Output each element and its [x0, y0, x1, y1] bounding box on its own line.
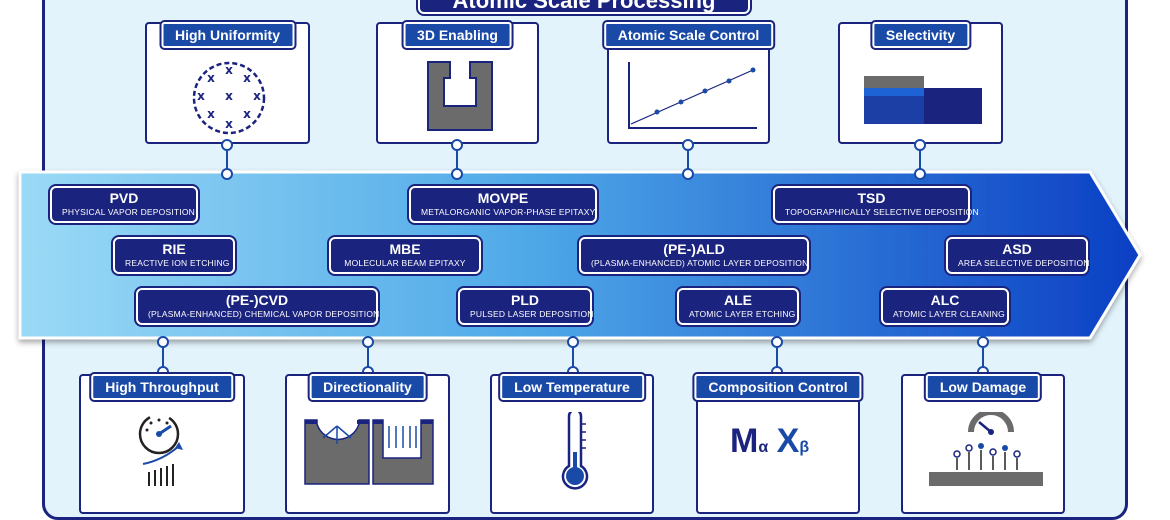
technique-ale: ALE ATOMIC LAYER ETCHING	[677, 288, 799, 325]
connector-node	[682, 168, 694, 180]
directional-etch-icon	[304, 419, 434, 485]
connector	[572, 340, 574, 376]
card-low-temperature: Low Temperature	[490, 374, 654, 514]
formula-m: M	[730, 422, 759, 460]
connector	[367, 340, 369, 376]
technique-abbr: ALE	[724, 292, 752, 308]
connector-node	[682, 139, 694, 151]
technique-pld: PLD PULSED LASER DEPOSITION	[458, 288, 594, 325]
technique-mbe: MBE MOLECULAR BEAM EPITAXY	[329, 237, 481, 274]
card-title: Low Temperature	[500, 374, 644, 400]
thermometer-icon	[561, 412, 589, 490]
connector	[919, 144, 921, 174]
selective-layers-icon	[864, 76, 982, 124]
formula-alpha: α	[758, 439, 769, 456]
technique-abbr: ASD	[1002, 241, 1032, 257]
connector-node	[221, 139, 233, 151]
card-title: 3D Enabling	[403, 22, 512, 48]
card-title: Low Damage	[925, 374, 1041, 400]
technique-full-name: PULSED LASER DEPOSITION	[470, 309, 594, 319]
connector-node	[221, 168, 233, 180]
svg-text:x: x	[207, 71, 215, 85]
card-title: High Throughput	[91, 374, 233, 400]
connector-node	[567, 336, 579, 348]
stoichiometry-icon: Mα Xβ	[730, 422, 840, 461]
technique-abbr: PLD	[511, 292, 539, 308]
formula-beta: β	[799, 439, 810, 456]
connector	[456, 144, 458, 174]
connector	[162, 340, 164, 376]
low-damage-icon	[929, 412, 1043, 486]
card-selectivity: Selectivity	[838, 22, 1003, 144]
card-3d-enabling: 3D Enabling	[376, 22, 539, 144]
card-title: Directionality	[309, 374, 426, 400]
linear-growth-plot-icon	[628, 62, 757, 129]
card-composition-control: Composition Control Mα Xβ	[694, 374, 862, 514]
card-title: High Uniformity	[161, 22, 294, 48]
diagram-title: Atomic Scale Processing	[418, 0, 750, 14]
technique-abbr: (PE-)CVD	[225, 292, 289, 308]
connector	[687, 144, 689, 174]
connector-node	[771, 336, 783, 348]
technique-abbr: MOVPE	[477, 190, 529, 206]
connector-node	[451, 168, 463, 180]
technique-abbr: (PE-)ALD	[663, 241, 725, 257]
technique-full-name: ATOMIC LAYER ETCHING	[689, 309, 796, 319]
technique-rie: RIE REACTIVE ION ETCHING	[113, 237, 235, 274]
technique-pe-cvd: (PE-)CVD (PLASMA-ENHANCED) CHEMICAL VAPO…	[136, 288, 380, 325]
technique-abbr: MBE	[389, 241, 421, 257]
svg-text:x: x	[225, 117, 233, 131]
technique-abbr: ALC	[930, 292, 960, 308]
card-directionality: Directionality	[285, 374, 450, 514]
formula-x: X	[776, 422, 800, 460]
card-title: Selectivity	[871, 22, 970, 48]
technique-full-name: PHYSICAL VAPOR DEPOSITION	[62, 207, 196, 217]
svg-text:x: x	[243, 107, 251, 121]
technique-pe-ald: (PE-)ALD (PLASMA-ENHANCED) ATOMIC LAYER …	[579, 237, 809, 274]
connector-node	[914, 139, 926, 151]
connector-node	[362, 336, 374, 348]
card-high-throughput: High Throughput	[79, 374, 245, 514]
svg-text:x: x	[243, 71, 251, 85]
connector	[776, 340, 778, 376]
connector-node	[914, 168, 926, 180]
card-low-damage: Low Damage	[901, 374, 1065, 514]
technique-full-name: TOPOGRAPHICALLY SELECTIVE DEPOSITION	[785, 207, 979, 217]
technique-full-name: AREA SELECTIVE DEPOSITION	[958, 258, 1090, 268]
svg-text:x: x	[207, 107, 215, 121]
svg-text:x: x	[253, 89, 261, 103]
technique-full-name: (PLASMA-ENHANCED) CHEMICAL VAPOR DEPOSIT…	[148, 309, 380, 319]
connector-node	[977, 336, 989, 348]
speedometer-icon	[138, 413, 183, 486]
svg-text:x: x	[197, 89, 205, 103]
technique-abbr: RIE	[162, 241, 186, 257]
svg-text:x: x	[225, 89, 233, 103]
connector-node	[157, 336, 169, 348]
technique-tsd: TSD TOPOGRAPHICALLY SELECTIVE DEPOSITION	[773, 186, 979, 223]
svg-text:x: x	[225, 63, 233, 77]
card-title: Composition Control	[694, 374, 862, 400]
card-atomic-scale-control: Atomic Scale Control	[603, 22, 774, 144]
technique-alc: ALC ATOMIC LAYER CLEANING	[881, 288, 1009, 325]
connector-node	[451, 139, 463, 151]
technique-movpe: MOVPE METALORGANIC VAPOR-PHASE EPITAXY	[409, 186, 597, 223]
trench-structure-icon	[427, 61, 493, 131]
technique-full-name: MOLECULAR BEAM EPITAXY	[344, 258, 466, 268]
technique-asd: ASD AREA SELECTIVE DEPOSITION	[946, 237, 1090, 274]
connector	[226, 144, 228, 174]
technique-full-name: ATOMIC LAYER CLEANING	[893, 309, 1005, 319]
technique-pvd: PVD PHYSICAL VAPOR DEPOSITION	[50, 186, 198, 223]
connector	[982, 340, 984, 376]
technique-abbr: TSD	[857, 190, 886, 206]
technique-full-name: (PLASMA-ENHANCED) ATOMIC LAYER DEPOSITIO…	[591, 258, 809, 268]
technique-full-name: REACTIVE ION ETCHING	[125, 258, 230, 268]
card-title: Atomic Scale Control	[603, 22, 774, 48]
technique-full-name: METALORGANIC VAPOR-PHASE EPITAXY	[421, 207, 596, 217]
technique-abbr: PVD	[109, 190, 139, 206]
